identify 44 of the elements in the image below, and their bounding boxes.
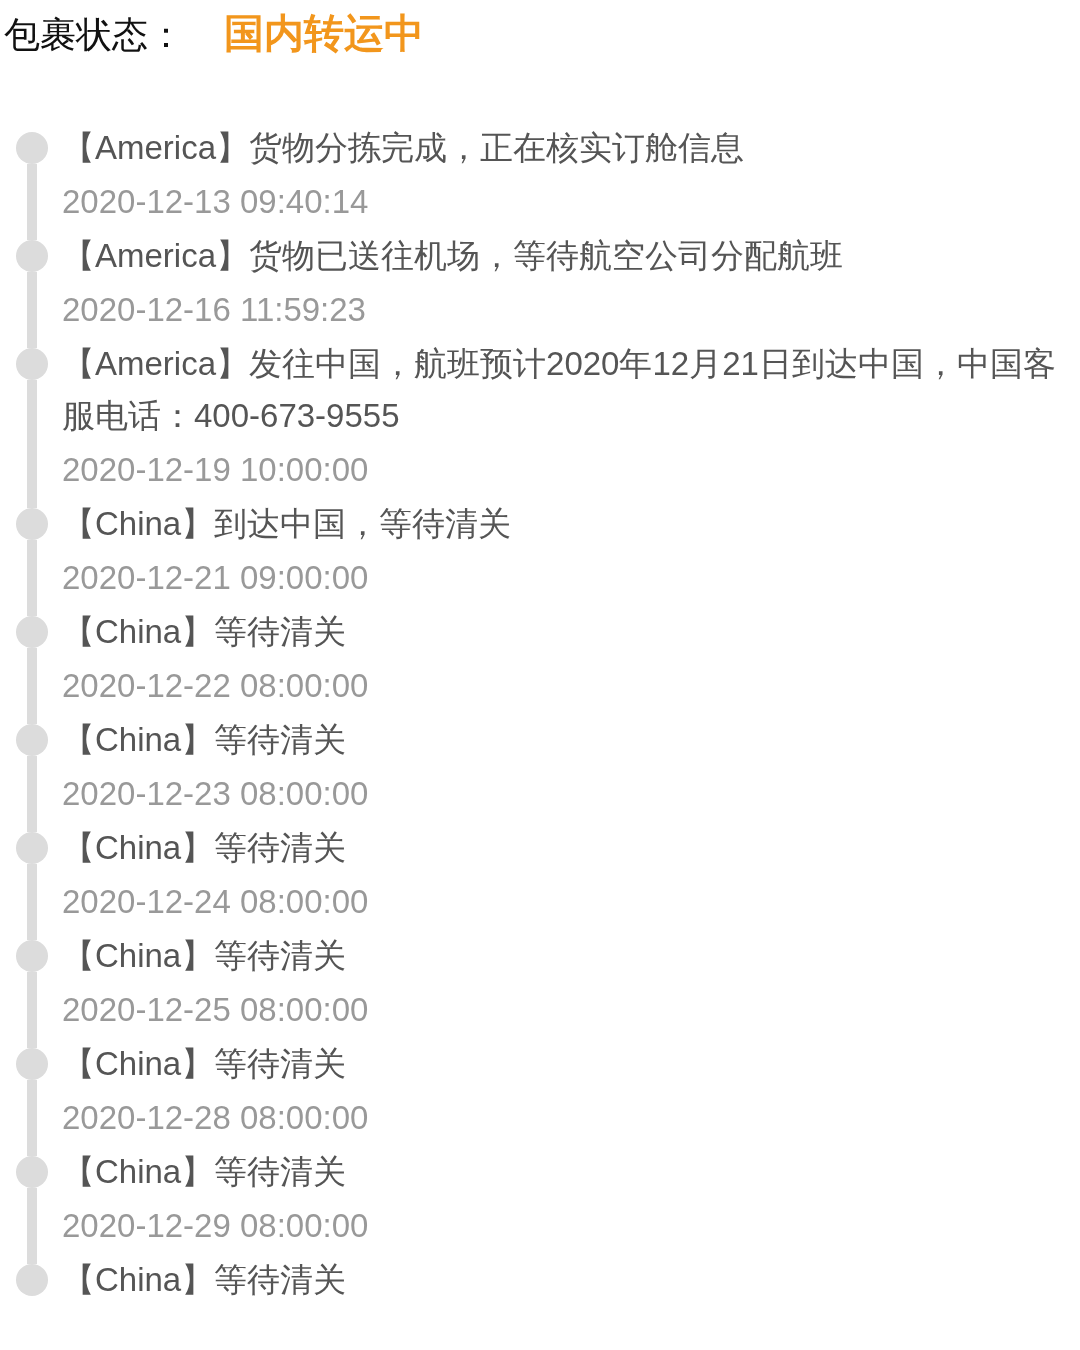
event-text: 【China】等待清关	[62, 936, 347, 976]
timeline-dot	[16, 940, 48, 972]
timeline-line	[27, 1080, 37, 1156]
event-time: 2020-12-28 08:00:00	[62, 1098, 369, 1138]
event-time: 2020-12-23 08:00:00	[62, 774, 369, 814]
timeline-line	[27, 1188, 37, 1264]
timeline-dot	[16, 832, 48, 864]
event-time: 2020-12-13 09:40:14	[62, 182, 369, 222]
event-time: 2020-12-21 09:00:00	[62, 558, 369, 598]
event-text: 【China】等待清关	[62, 612, 347, 652]
timeline-dot	[16, 724, 48, 756]
event-text: 【China】到达中国，等待清关	[62, 504, 512, 544]
timeline-dot	[16, 1264, 48, 1296]
event-time: 2020-12-29 08:00:00	[62, 1206, 369, 1246]
event-text: 【America】货物已送往机场，等待航空公司分配航班	[62, 236, 844, 276]
event-text: 【China】等待清关	[62, 1152, 347, 1192]
timeline-dot	[16, 616, 48, 648]
timeline-dot	[16, 348, 48, 380]
timeline-line	[27, 380, 37, 508]
event-text: 【China】等待清关	[62, 1260, 347, 1300]
event-time: 2020-12-16 11:59:23	[62, 290, 366, 330]
status-label: 包裹状态：	[4, 13, 184, 57]
timeline-line	[27, 864, 37, 940]
event-text: 【China】等待清关	[62, 828, 347, 868]
timeline-line	[27, 648, 37, 724]
timeline-dot	[16, 240, 48, 272]
timeline-dot	[16, 508, 48, 540]
timeline-line	[27, 540, 37, 616]
event-time: 2020-12-22 08:00:00	[62, 666, 369, 706]
timeline-dot	[16, 1156, 48, 1188]
timeline-line	[27, 756, 37, 832]
timeline-dot	[16, 1048, 48, 1080]
status-value: 国内转运中	[224, 10, 424, 57]
event-text: 【America】货物分拣完成，正在核实订舱信息	[62, 128, 745, 168]
timeline-dot	[16, 132, 48, 164]
event-text: 【China】等待清关	[62, 720, 347, 760]
timeline-line	[27, 272, 37, 348]
event-text: 【China】等待清关	[62, 1044, 347, 1084]
event-time: 2020-12-24 08:00:00	[62, 882, 369, 922]
event-time: 2020-12-25 08:00:00	[62, 990, 369, 1030]
timeline-line	[27, 972, 37, 1048]
timeline-line	[27, 164, 37, 240]
event-time: 2020-12-19 10:00:00	[62, 450, 369, 490]
event-text: 【America】发往中国，航班预计2020年12月21日到达中国，中国客服电话：400-673-9555	[62, 344, 1056, 436]
